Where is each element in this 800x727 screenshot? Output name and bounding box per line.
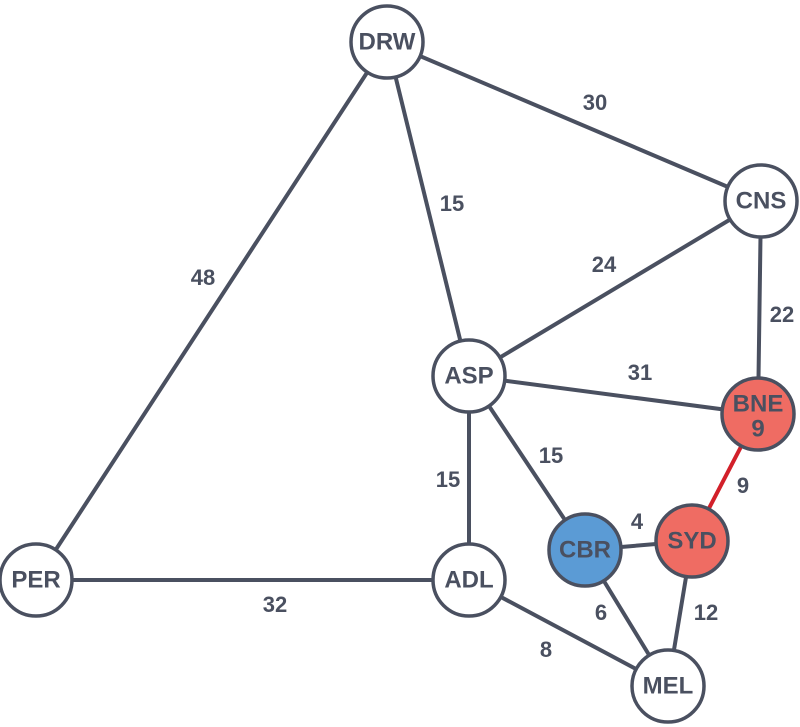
node-label: CBR bbox=[559, 536, 611, 563]
node-adl[interactable]: ADL bbox=[431, 542, 507, 618]
edges-layer bbox=[34, 40, 763, 688]
node-circle bbox=[654, 503, 730, 579]
node-circle bbox=[349, 4, 425, 80]
edge-weight-cbr-mel: 6 bbox=[595, 600, 607, 625]
node-circle bbox=[720, 376, 796, 452]
node-label: PER bbox=[11, 566, 60, 593]
edge-weight-cns-bne: 22 bbox=[770, 302, 794, 327]
node-mel[interactable]: MEL bbox=[630, 648, 706, 724]
node-asp[interactable]: ASP bbox=[431, 338, 507, 414]
node-label: MEL bbox=[643, 672, 694, 699]
edge-asp-bne bbox=[467, 374, 760, 416]
node-distance: 9 bbox=[751, 415, 764, 442]
node-syd[interactable]: SYD bbox=[654, 503, 730, 579]
edge-weight-cbr-syd: 4 bbox=[631, 509, 644, 534]
node-label: SYD bbox=[667, 527, 716, 554]
node-circle bbox=[0, 542, 74, 618]
edge-weight-per-adl: 32 bbox=[263, 592, 287, 617]
node-circle bbox=[431, 338, 507, 414]
edge-weight-asp-adl: 15 bbox=[436, 467, 460, 492]
node-label: ASP bbox=[444, 362, 493, 389]
edge-weight-syd-mel: 12 bbox=[694, 600, 718, 625]
edge-weight-drw-per: 48 bbox=[191, 265, 215, 290]
edge-cns-asp bbox=[467, 199, 763, 378]
edge-weight-drw-asp: 15 bbox=[440, 191, 464, 216]
edge-drw-per bbox=[34, 40, 389, 582]
node-circle bbox=[547, 512, 623, 588]
edge-weight-cns-asp: 24 bbox=[592, 252, 617, 277]
edge-drw-asp bbox=[385, 40, 471, 378]
node-circle bbox=[630, 648, 706, 724]
edge-weight-adl-mel: 8 bbox=[540, 637, 552, 662]
edge-weight-drw-cns: 30 bbox=[583, 90, 607, 115]
node-drw[interactable]: DRW bbox=[349, 4, 425, 80]
node-circle bbox=[723, 163, 799, 239]
node-label: BNE bbox=[733, 390, 784, 417]
node-circle bbox=[431, 542, 507, 618]
edge-labels-layer: 30 15 48 24 22 31 15 15 9 4 32 8 6 12 bbox=[191, 90, 794, 662]
node-cns[interactable]: CNS bbox=[723, 163, 799, 239]
edge-drw-cns bbox=[385, 40, 763, 203]
node-label: CNS bbox=[736, 187, 787, 214]
edge-weight-bne-syd: 9 bbox=[737, 473, 749, 498]
edge-weight-asp-bne: 31 bbox=[628, 360, 652, 385]
edge-weight-asp-cbr: 15 bbox=[539, 443, 563, 468]
node-label: ADL bbox=[444, 566, 493, 593]
node-label: DRW bbox=[359, 28, 416, 55]
node-per[interactable]: PER bbox=[0, 542, 74, 618]
node-cbr[interactable]: CBR bbox=[547, 512, 623, 588]
